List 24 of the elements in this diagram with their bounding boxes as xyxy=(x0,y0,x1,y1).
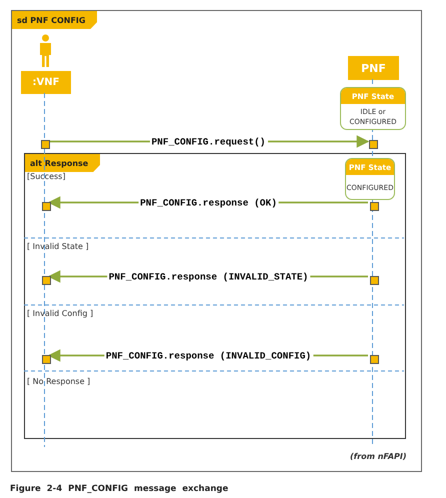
activation-box xyxy=(42,355,51,364)
source-note: (from nFAPI) xyxy=(350,452,407,462)
activation-box xyxy=(370,355,379,364)
edge-label: PNF_CONFIG.response (OK) xyxy=(138,197,279,208)
figure-caption: Figure 2-4 PNF_CONFIG message exchange xyxy=(10,484,228,494)
frame-title: alt Response xyxy=(25,154,100,172)
activation-box xyxy=(370,202,379,211)
frame-title: sd PNF CONFIG xyxy=(12,11,98,29)
activation-box xyxy=(41,140,50,149)
lifeline-head: PNF xyxy=(348,56,399,80)
activation-box xyxy=(42,276,51,285)
edge-label: PNF_CONFIG.request() xyxy=(149,136,268,147)
lifeline-head: :VNF xyxy=(21,71,71,94)
state-box xyxy=(345,158,395,200)
guard-condition: [ Invalid State ] xyxy=(27,242,89,252)
guard-condition: [ No Response ] xyxy=(27,377,90,387)
guard-condition: [Success] xyxy=(27,172,66,182)
edge-label: PNF_CONFIG.response (INVALID_STATE) xyxy=(106,271,310,282)
activation-box xyxy=(369,140,378,149)
state-box xyxy=(340,87,406,130)
guard-condition: [ Invalid Config ] xyxy=(27,309,94,319)
activation-box xyxy=(42,202,51,211)
edge-label: PNF_CONFIG.response (INVALID_CONFIG) xyxy=(104,350,314,361)
activation-box xyxy=(370,276,379,285)
